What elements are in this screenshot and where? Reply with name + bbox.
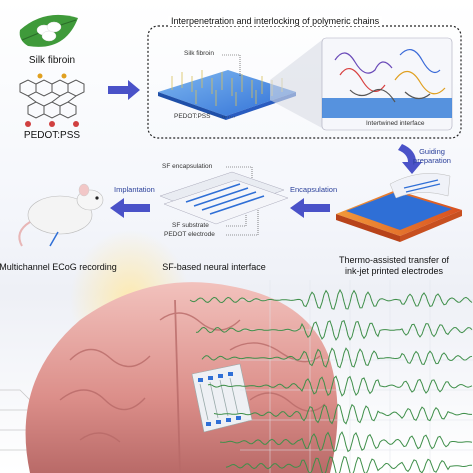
callout-pedot-pss: PEDOT:PSS bbox=[174, 113, 211, 120]
encapsulation-arrow-icon bbox=[290, 198, 330, 218]
intertwined-interface-label: Intertwined interface bbox=[366, 120, 425, 127]
leaf-with-cocoons-icon bbox=[19, 14, 78, 47]
sf-encapsulation-label: SF encapsulation bbox=[162, 163, 213, 170]
guiding-preparation-arrow-icon bbox=[398, 144, 422, 174]
sf-substrate-label: SF substrate bbox=[172, 222, 209, 229]
implantation-label: Implantation bbox=[114, 185, 155, 194]
guiding-label-line2: preparation bbox=[413, 156, 451, 165]
ecog-trace bbox=[207, 375, 473, 397]
thermo-label-line2: ink-jet printed electrodes bbox=[344, 266, 444, 276]
rat-icon bbox=[18, 183, 104, 247]
implantation-arrow-icon bbox=[110, 198, 150, 218]
thermo-transfer-substrate-icon bbox=[336, 173, 462, 242]
multichannel-ecog-label: Multichannel ECoG recording bbox=[0, 262, 117, 272]
callout-silk-fibroin: Silk fibroin bbox=[184, 50, 214, 57]
guiding-label-line1: Guiding bbox=[419, 147, 445, 156]
silk-fibroin-label: Silk fibroin bbox=[28, 55, 76, 66]
arrow-to-interface-icon bbox=[108, 80, 140, 100]
ecog-traces bbox=[189, 288, 473, 473]
pedot-electrode-label: PEDOT electrode bbox=[164, 231, 215, 238]
thermo-label-line1: Thermo-assisted transfer of bbox=[338, 255, 450, 265]
sf-neural-interface-icon bbox=[159, 171, 289, 225]
ecog-trace bbox=[213, 403, 472, 425]
sf-neural-interface-label: SF-based neural interface bbox=[162, 262, 266, 272]
ecog-trace bbox=[225, 456, 473, 473]
ecog-trace bbox=[195, 320, 473, 341]
pedot-pss-label: PEDOT:PSS bbox=[23, 130, 81, 141]
intertwined-interface-icon bbox=[321, 37, 453, 131]
ecog-trace bbox=[189, 288, 473, 310]
ecog-trace bbox=[219, 431, 473, 453]
interpenetration-title: Interpenetration and interlocking of pol… bbox=[168, 16, 383, 26]
pedot-pss-chemical-structure-icon bbox=[19, 73, 85, 127]
implanted-electrode-icon bbox=[191, 363, 253, 433]
encapsulation-label: Encapsulation bbox=[290, 185, 338, 194]
ecog-trace bbox=[201, 347, 473, 369]
